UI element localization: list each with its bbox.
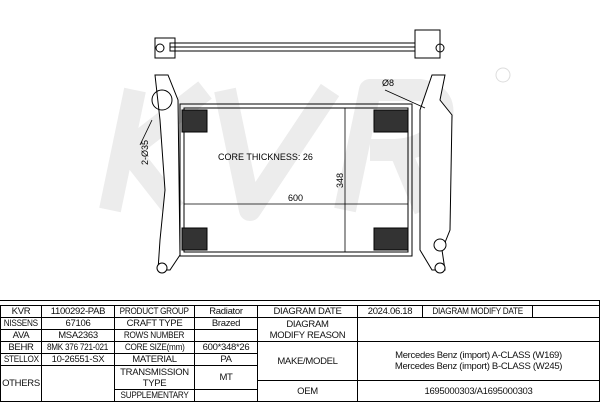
width-dimension: 600 [288,193,303,203]
nissens-label-text: NISSENS [3,318,39,329]
modify-date-label: DIAGRAM MODIFY DATE [432,306,523,317]
material-label: MATERIAL [115,354,195,366]
dimension-lines [139,89,426,252]
ava-value: MSA2363 [42,330,115,342]
rows-number-value [195,330,258,342]
stellox-value: 10-26551-SX [42,354,115,366]
pipe-dimension: Ø8 [382,78,394,88]
modify-date-value [533,306,600,318]
modify-reason-label: DIAGRAM MODIFY REASON [258,318,358,342]
hole-dimension: 2-Ø35 [140,140,150,165]
make-model-line: Mercedes Benz (import) B-CLASS (W245) [394,361,563,372]
kvr-value: 1100292-PAB [42,306,115,318]
behr-value: 8MK 376 721-021 [47,342,109,353]
diagram-date-label: DIAGRAM DATE [258,306,358,318]
core-size-value: 600*348*26 [195,342,258,354]
supplementary-label: SUPPLEMENTARY [120,390,189,401]
behr-label: BEHR [1,342,42,354]
left-tank [151,74,181,274]
modify-date-cell: DIAGRAM MODIFY DATE [423,306,533,318]
nissens-value: 67106 [42,318,115,330]
product-group-cell: PRODUCT GROUP [115,306,195,318]
ava-label: AVA [1,330,42,342]
oem-value: 1695000303/A1695000303 [358,381,600,402]
core-thickness-label: CORE THICKNESS: 26 [218,152,313,162]
stellox-cell: STELLOX [1,354,42,366]
supplementary-cell: SUPPLEMENTARY [115,390,195,402]
transmission-value: MT [195,366,258,390]
top-bracket [154,29,445,59]
product-group-label: PRODUCT GROUP [119,306,190,317]
craft-type-value: Brazed [195,318,258,330]
modify-reason-value [358,318,600,342]
rows-number-cell: ROWS NUMBER [115,330,195,342]
transmission-label: TRANSMISSION TYPE [115,366,195,390]
material-value: PA [195,354,258,366]
diagram-date-value: 2024.06.18 [358,306,423,318]
spec-table: KVR 1100292-PAB PRODUCT GROUP Radiator D… [0,305,600,402]
others-label: OTHERS [1,366,42,402]
make-model-value: Mercedes Benz (import) A-CLASS (W169) Me… [358,342,600,381]
make-model-line: Mercedes Benz (import) A-CLASS (W169) [395,350,562,361]
rows-number-label: ROWS NUMBER [124,330,185,341]
behr-cell: 8MK 376 721-021 [42,342,115,354]
right-tank [419,74,453,274]
core-size-label: CORE SIZE(mm) [124,342,185,353]
kvr-label: KVR [1,306,42,318]
core-size-cell: CORE SIZE(mm) [115,342,195,354]
radiator-core [179,103,413,257]
stellox-label: STELLOX [3,354,39,365]
nissens-label: NISSENS [1,318,42,330]
others-value [42,366,115,402]
product-group-value: Radiator [195,306,258,318]
oem-label: OEM [258,381,358,402]
radiator-drawing: CORE THICKNESS: 26 600 348 Ø8 2-Ø35 [99,29,511,274]
make-model-label: MAKE/MODEL [258,342,358,381]
supplementary-value [195,390,258,402]
craft-type-label: CRAFT TYPE [115,318,195,330]
height-dimension: 348 [335,173,345,188]
